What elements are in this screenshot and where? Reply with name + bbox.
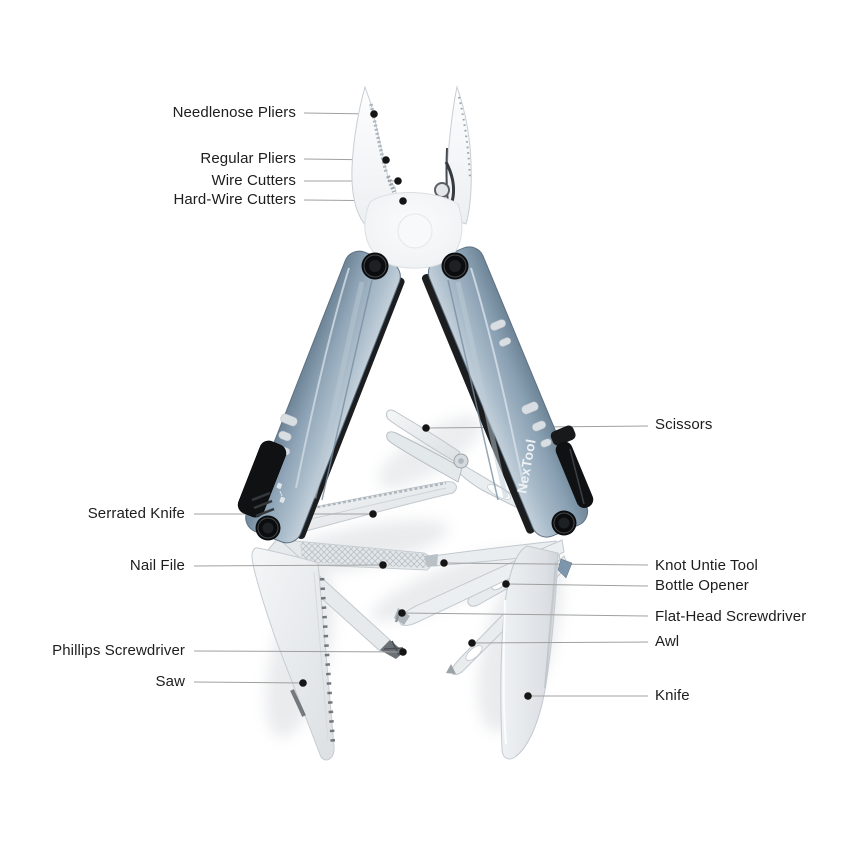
label-bottle-opener: Bottle Opener — [655, 577, 749, 594]
label-knot-untie-tool: Knot Untie Tool — [655, 557, 758, 574]
dot-scissors — [422, 424, 430, 432]
head-pivot — [397, 213, 433, 249]
dot-knife — [524, 692, 532, 700]
tool-serrated-knife — [287, 481, 457, 533]
label-regular-pliers: Regular Pliers — [200, 150, 296, 167]
label-scissors: Scissors — [655, 416, 713, 433]
screws — [255, 252, 577, 541]
tool-knife — [500, 545, 559, 760]
dot-serrated-knife — [369, 510, 377, 518]
leader-knot-untie-tool — [443, 562, 649, 566]
label-phillips-screwdriver: Phillips Screwdriver — [52, 642, 185, 659]
dot-hard-wire-cutters — [399, 197, 407, 205]
leader-awl — [471, 641, 649, 644]
lock-icons — [276, 482, 286, 503]
leader-bottle-opener — [505, 583, 649, 587]
callout-dots — [299, 110, 532, 700]
leader-phillips-screwdriver — [193, 650, 404, 653]
handle-right-liner — [421, 273, 535, 534]
leader-saw — [193, 681, 304, 684]
dot-phillips-screwdriver — [399, 648, 407, 656]
handle-left-ridges — [295, 267, 373, 501]
label-wire-cutters: Wire Cutters — [211, 172, 296, 189]
dot-saw — [299, 679, 307, 687]
dot-awl — [468, 639, 476, 647]
dot-wire-cutters — [394, 177, 402, 185]
dot-bottle-opener — [502, 580, 510, 588]
jaw-left-teeth — [386, 175, 396, 193]
dot-knot-untie-tool — [440, 559, 448, 567]
pliers-head — [351, 85, 472, 269]
label-serrated-knife: Serrated Knife — [87, 505, 185, 522]
dot-regular-pliers — [382, 156, 390, 164]
dot-needlenose-pliers — [370, 110, 378, 118]
pocket-clip — [550, 425, 594, 508]
label-hard-wire-cutters: Hard-Wire Cutters — [173, 191, 296, 208]
jaw-left-serrations — [369, 103, 388, 173]
screw-top-right — [441, 252, 469, 280]
screw-bottom-right — [551, 510, 577, 536]
label-flat-head-screwdriver: Flat-Head Screwdriver — [655, 608, 807, 625]
leader-flat-head-screwdriver — [401, 612, 649, 617]
blue-lever — [557, 558, 573, 579]
leader-nail-file — [193, 564, 384, 567]
handles — [237, 246, 594, 579]
label-nail-file: Nail File — [129, 557, 185, 574]
label-needlenose-pliers: Needlenose Pliers — [172, 104, 296, 121]
handle-right-ridges — [447, 267, 525, 501]
tool-saw — [251, 547, 336, 761]
screw-top-left — [361, 252, 389, 280]
dot-nail-file — [379, 561, 387, 569]
dot-flat-head-screwdriver — [398, 609, 406, 617]
screw-bottom-left — [255, 515, 281, 541]
label-awl: Awl — [655, 633, 680, 650]
label-saw: Saw — [155, 673, 185, 690]
label-knife: Knife — [655, 687, 690, 704]
lock-slider — [237, 440, 287, 518]
